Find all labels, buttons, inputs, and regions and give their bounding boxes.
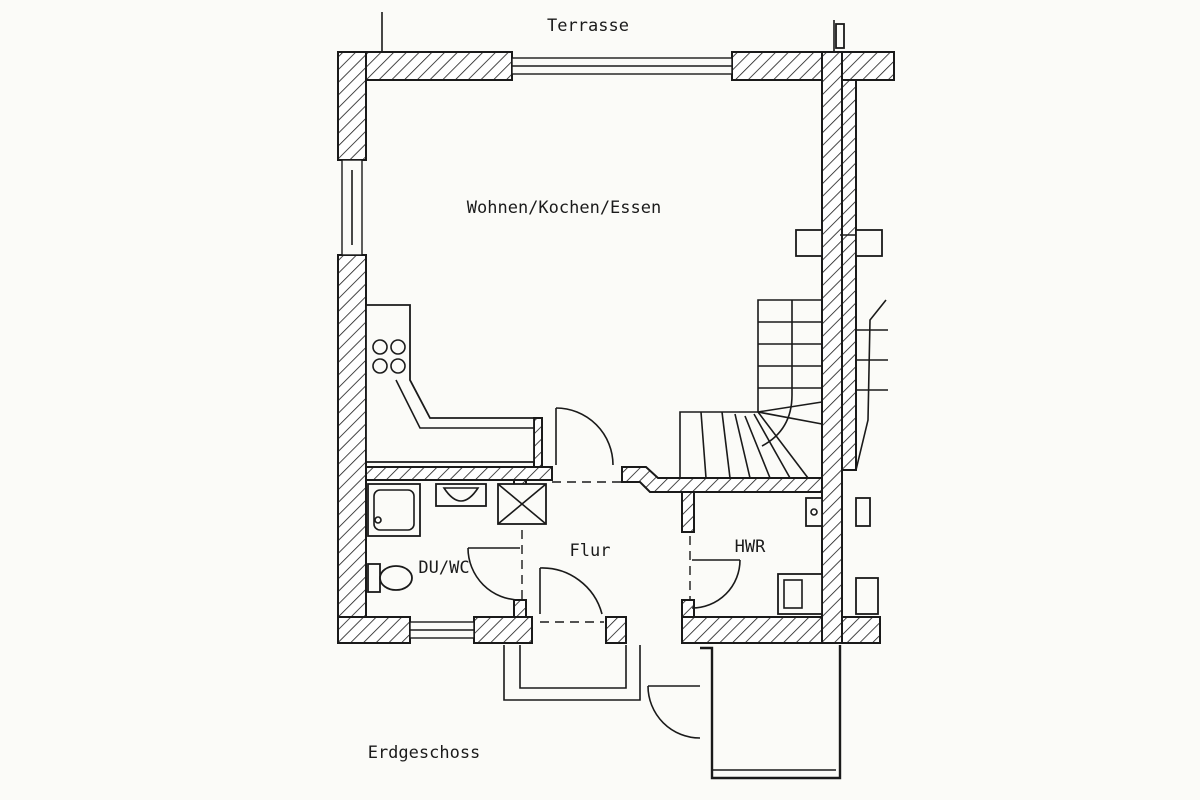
bathroom-fixtures [367,483,547,593]
stove-burner-icon [390,358,406,374]
staircase [679,229,888,479]
utility-room-label: HWR [735,537,766,557]
doors [467,407,741,739]
stove-burner-icon [390,339,406,355]
toilet-icon [379,565,413,591]
stove-burner-icon [372,358,388,374]
utility-fixtures [777,497,879,615]
kitchen-counter [365,304,535,463]
terrace-label: Terrasse [547,16,629,36]
exterior-walls [337,51,895,644]
stove-burner-icon [372,339,388,355]
drawing-ticks [381,12,845,52]
windows [341,57,733,639]
floor-name-label: Erdgeschoss [368,743,481,763]
hall-label: Flur [570,541,611,561]
shower-wc-label: DU/WC [418,558,469,578]
living-room-label: Wohnen/Kochen/Essen [467,198,661,218]
entrance [503,645,842,780]
connection-point-icon [810,508,818,516]
shower-drain-icon [374,516,382,524]
